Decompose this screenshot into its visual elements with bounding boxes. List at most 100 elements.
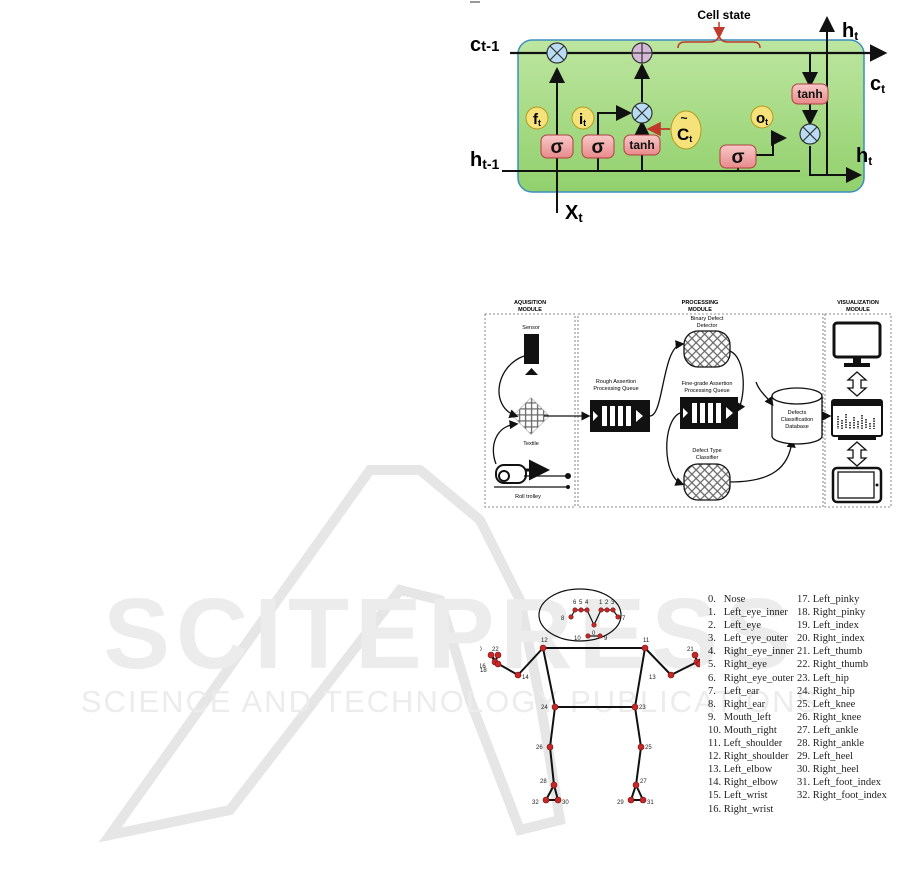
svg-text:tanh: tanh [797,87,822,101]
landmark-joint [551,703,559,711]
landmark-number: 2 [605,600,609,606]
svg-text:~: ~ [680,111,687,125]
landmark-item: 15. Left_wrist [708,790,768,802]
db-label-2: Classification [781,417,813,423]
landmark-number: 20 [480,647,482,653]
landmark-item: 10. Mouth_right [708,724,777,736]
landmark-item: 4. Right_eye_inner [708,646,794,658]
landmark-joint [667,671,675,679]
landmark-number: 23 [639,705,646,711]
landmark-item: 14. Right_elbow [708,777,778,789]
landmark-number: 22 [492,647,499,653]
vis-title-2: MODULE [846,307,870,313]
landmark-joint [691,651,699,659]
skeleton-bone [549,706,556,748]
landmark-item: 28. Right_ankle [797,738,865,750]
landmark-joint [584,607,590,613]
svg-text:ot: ot [756,110,768,127]
svg-text:σ: σ [732,147,745,168]
h-prev-label: ht-1 [470,149,500,172]
landmark-number: 30 [562,800,569,806]
landmark-item: 13. Left_elbow [708,764,773,776]
landmark-item: 2. Left_eye [708,620,762,632]
landmark-joint [585,633,591,639]
landmark-item: 16. Right_wrist [708,803,774,815]
skeleton-bone [549,746,555,786]
landmark-item: 29. Left_heel [797,751,853,763]
head-outline [538,588,622,642]
landmark-item: 27. Left_ankle [797,724,859,736]
acquisition-module-box [484,313,576,508]
type-classifier-label-2: Classifier [696,455,719,461]
landmark-joint [604,607,610,613]
landmark-number: 1 [599,600,603,606]
landmark-item: 7. Left_ear [708,685,760,697]
pose-landmark-diagram: 0123456789101112131415161718192021222324… [480,588,700,806]
svg-text:σ: σ [551,137,564,158]
x-input-label: Xt [565,202,583,225]
input-sigma-box: σ [581,134,615,159]
skeleton-bone [586,609,595,626]
landmark-item: 30. Right_heel [797,764,859,776]
svg-text:tanh: tanh [629,138,654,152]
textile-label: Textile [523,441,539,447]
landmark-joint [539,644,547,652]
landmark-number: 12 [541,638,548,644]
skeleton-bone [634,647,646,708]
type-classifier-label-1: Defect Type [692,448,721,454]
landmark-joint [631,703,639,711]
skeleton-bone [517,647,544,676]
cell-state-label: Cell state [697,8,751,22]
landmark-item: 1. Left_eye_inner [708,607,788,619]
landmark-joint [514,671,522,679]
textile-icon [512,397,550,435]
skeleton-bone [593,609,602,626]
landmark-number: 9 [604,636,608,642]
svg-text:σ: σ [592,137,605,158]
landmark-number: 0 [592,631,596,637]
landmark-joint [568,614,574,620]
monitor-icon [832,321,882,367]
landmark-item: 26. Right_knee [797,711,862,723]
landmark-joint [641,644,649,652]
landmark-item: 0. Nose [708,594,746,605]
landmark-item: 8. Right_ear [708,698,766,710]
landmark-number: 14 [522,675,529,681]
binary-detector-label-1: Binary Defect [690,316,723,322]
processing-module-box [577,313,824,508]
landmark-item: 22. Right_thumb [797,659,869,671]
landmark-joint [487,651,495,659]
binary-detector-icon [683,330,731,368]
landmark-joint [627,796,635,804]
landmark-item: 9. Mouth_left [708,711,771,723]
landmark-joint [494,660,502,668]
db-label-1: Defects [788,410,807,416]
roll-trolley-icon [494,459,571,489]
landmark-number: 27 [640,779,647,785]
svg-text:Ct: Ct [677,125,692,144]
landmark-joint [572,607,578,613]
vis-title-1: VISUALIZATION [837,300,879,306]
landmark-number: 4 [585,600,589,606]
input-multiply-op [631,102,653,124]
landmark-number: 21 [687,647,694,653]
acq-title-2: MODULE [518,307,542,313]
roll-trolley-label: Roll trolley [515,494,541,500]
landmark-joint [494,651,502,659]
type-classifier-icon [683,463,731,501]
rough-queue-icon [590,400,650,432]
lstm-cell-diagram: Cell state σ σ [470,1,888,225]
landmark-joint [637,743,645,751]
db-label-3: Database [785,424,809,430]
sensor-label: Sensor [522,325,540,331]
landmark-number: 24 [541,705,548,711]
c-out-label: ct [870,73,885,96]
landmark-number: 8 [561,616,565,622]
landmark-item: 5. Right_eye [708,659,767,671]
fine-queue-icon [680,397,738,429]
landmark-joint [591,622,597,628]
web-dashboard-icon [831,399,883,440]
skeleton-bone [634,706,642,748]
